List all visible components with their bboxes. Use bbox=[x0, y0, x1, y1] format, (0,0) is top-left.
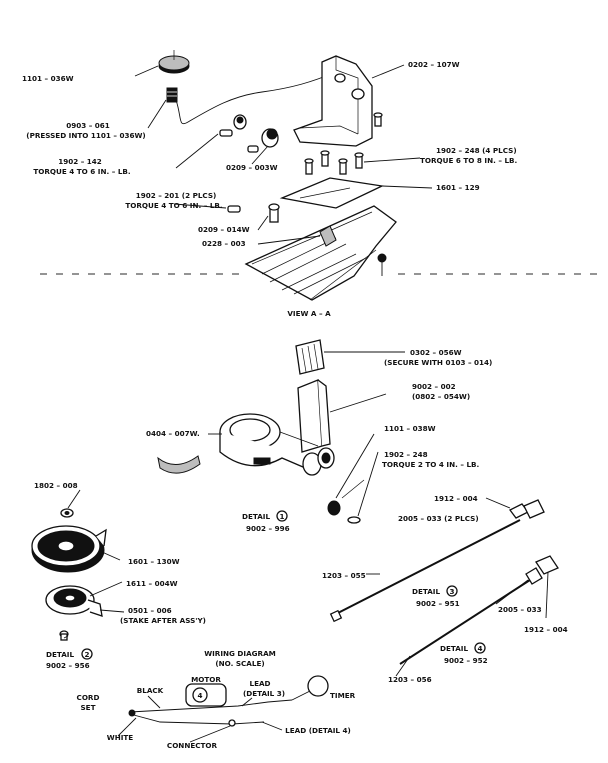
label-detail-2-part: 9002 – 956 bbox=[46, 661, 90, 670]
label-knob-0302-056w: 0302 – 056W bbox=[410, 348, 462, 357]
wiring-label-motor-num: 4 bbox=[197, 691, 202, 700]
wiring-label-cord: CORD bbox=[77, 693, 100, 702]
wiring-label-lead-detail3: (DETAIL 3) bbox=[243, 689, 285, 698]
wiring-label-lead: LEAD bbox=[249, 679, 270, 688]
label-rivet-0501-006: 0501 – 006 bbox=[128, 606, 172, 615]
part-labels: 1101 – 036W 0202 – 107W 0903 – 061 (PRES… bbox=[22, 60, 568, 684]
clips-detail4 bbox=[525, 555, 559, 585]
label-screw-1902-248-4: 1902 – 248 (4 PLCS) bbox=[436, 146, 517, 155]
gear-1101-036w bbox=[158, 50, 190, 74]
wiring-diagram-title: WIRING DIAGRAM bbox=[204, 649, 276, 658]
tray-view-aa bbox=[244, 205, 397, 301]
label-screw-1902-201-torque: TORQUE 4 TO 6 IN. – LB. bbox=[125, 201, 222, 210]
label-clip-2005-033-b: 2005 – 033 bbox=[498, 605, 542, 614]
label-clip-1912-004-a: 1912 – 004 bbox=[434, 494, 478, 503]
label-spacer-0209-003w: 0209 – 003W bbox=[226, 163, 278, 172]
label-lead-1203-055: 1203 – 055 bbox=[322, 571, 366, 580]
gear-1611-004w bbox=[45, 585, 103, 617]
plate-1601-129 bbox=[279, 177, 385, 209]
washer-1802-008 bbox=[60, 508, 74, 518]
wiring-label-timer: TIMER bbox=[330, 691, 356, 700]
label-washer-1802-008: 1802 – 008 bbox=[34, 481, 78, 490]
leader-lines bbox=[63, 64, 549, 677]
wiring-label-black: BLACK bbox=[137, 686, 164, 695]
shaft-9002-002 bbox=[297, 379, 331, 453]
label-clip-1912-004-b: 1912 – 004 bbox=[524, 625, 568, 634]
gear-1101-038w bbox=[327, 479, 365, 524]
lead-1203-055 bbox=[329, 519, 521, 623]
wiring-label-white: WHITE bbox=[107, 733, 134, 742]
label-housing-0404-007w: 0404 – 007W. bbox=[146, 429, 200, 438]
screws-1902-248-4 bbox=[304, 150, 364, 175]
clips-detail3-top bbox=[509, 499, 545, 519]
label-detail-1-num: 1 bbox=[279, 512, 284, 521]
wiring-diagram bbox=[128, 675, 329, 727]
label-detail-4-part: 9002 – 952 bbox=[444, 656, 488, 665]
lead-1203-056 bbox=[399, 579, 531, 665]
label-detail-4: DETAIL bbox=[440, 644, 468, 653]
spacer-0209-014w bbox=[268, 203, 280, 223]
label-bracket-0202-107w: 0202 – 107W bbox=[408, 60, 460, 69]
wiring-label-cord-set: SET bbox=[81, 703, 96, 712]
housing-0404-007w bbox=[219, 413, 335, 476]
label-spacer-0209-014w: 0209 – 014W bbox=[198, 225, 250, 234]
disc-1601-130w bbox=[31, 525, 107, 573]
label-detail-4-num: 4 bbox=[477, 644, 482, 653]
wiring-label-connector: CONNECTOR bbox=[167, 741, 218, 750]
bushing-0903-061 bbox=[166, 87, 178, 103]
spacer-0209-003w bbox=[247, 128, 279, 153]
label-screw-1902-248-torque: TORQUE 2 TO 4 IN. – LB. bbox=[382, 460, 479, 469]
label-disc-1601-130w: 1601 – 130W bbox=[128, 557, 180, 566]
label-gear-1101-036w: 1101 – 036W bbox=[22, 74, 74, 83]
label-detail-1: DETAIL bbox=[242, 512, 270, 521]
label-plate-1601-129: 1601 – 129 bbox=[436, 183, 480, 192]
label-gear-1101-038w: 1101 – 038W bbox=[384, 424, 436, 433]
label-detail-3-part: 9002 – 951 bbox=[416, 599, 460, 608]
label-screw-1902-201: 1902 – 201 (2 PLCS) bbox=[136, 191, 217, 200]
wiring-label-motor: MOTOR bbox=[191, 675, 221, 684]
wiring-diagram-subtitle: (NO. SCALE) bbox=[215, 659, 264, 668]
label-bushing-0903-061: 0903 – 061 bbox=[66, 121, 110, 130]
label-detail-2-num: 2 bbox=[84, 650, 89, 659]
bracket-0202-107w bbox=[293, 55, 383, 147]
screw-1902-201 bbox=[227, 205, 241, 213]
screw-1902-142 bbox=[219, 114, 247, 137]
label-shaft-9002-002: 9002 – 002 bbox=[412, 382, 456, 391]
knob-0302-056w bbox=[295, 339, 325, 375]
label-screw-1902-248-4-torque: TORQUE 6 TO 8 IN. – LB. bbox=[420, 156, 517, 165]
label-knob-note: (SECURE WITH 0103 – 014) bbox=[384, 358, 492, 367]
wiring-labels: WIRING DIAGRAM (NO. SCALE) MOTOR 4 LEAD … bbox=[77, 649, 356, 750]
label-detail-3: DETAIL bbox=[412, 587, 440, 596]
label-part-0228-003: 0228 – 003 bbox=[202, 239, 246, 248]
label-shaft-9002-002-note: (0802 – 054W) bbox=[412, 392, 470, 401]
label-detail-3-num: 3 bbox=[449, 587, 454, 596]
label-bushing-note: (PRESSED INTO 1101 – 036W) bbox=[26, 131, 145, 140]
label-screw-1902-142: 1902 – 142 bbox=[58, 157, 102, 166]
label-gear-1611-004w: 1611 – 004W bbox=[126, 579, 178, 588]
rivet-0501-006 bbox=[59, 630, 69, 641]
label-lead-1203-056: 1203 – 056 bbox=[388, 675, 432, 684]
label-detail-2: DETAIL bbox=[46, 650, 74, 659]
label-detail-1-part: 9002 – 996 bbox=[246, 524, 290, 533]
label-rivet-note: (STAKE AFTER ASS'Y) bbox=[120, 616, 206, 625]
label-view-aa: VIEW A – A bbox=[287, 309, 331, 318]
wiring-label-lead-detail4: LEAD (DETAIL 4) bbox=[285, 726, 351, 735]
bent-strip bbox=[157, 455, 201, 474]
label-screw-1902-248: 1902 – 248 bbox=[384, 450, 428, 459]
label-screw-1902-142-torque: TORQUE 4 TO 6 IN. – LB. bbox=[33, 167, 130, 176]
label-clip-2005-033-a: 2005 – 033 (2 PLCS) bbox=[398, 514, 479, 523]
